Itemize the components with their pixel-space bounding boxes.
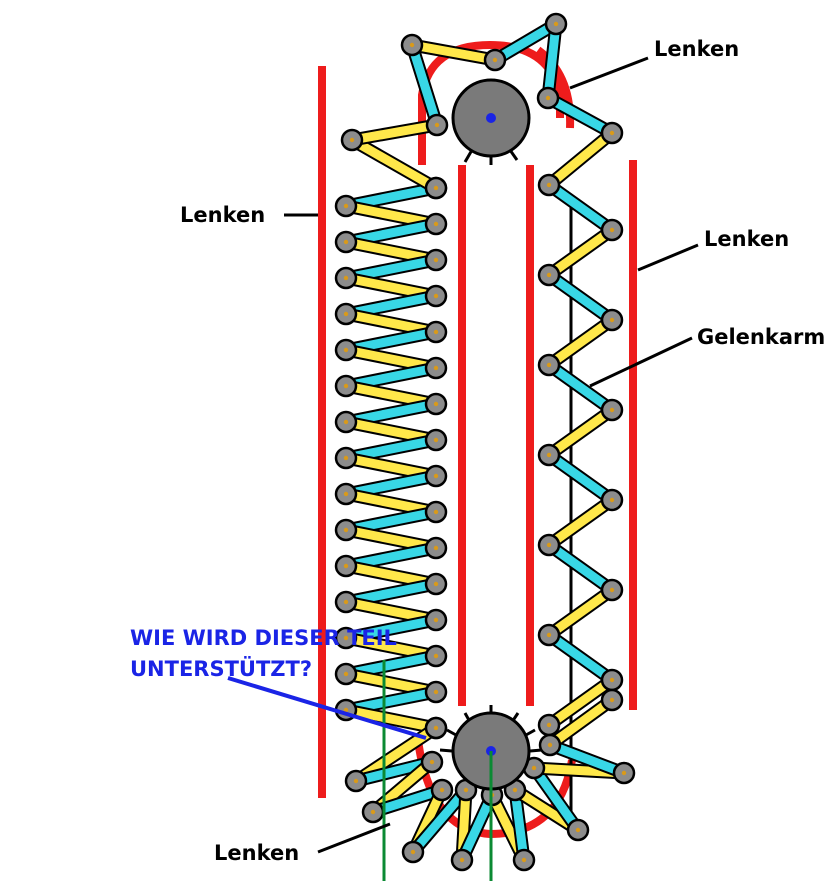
pivot-joint-icon: [568, 820, 588, 840]
chain-link: [549, 410, 612, 455]
pivot-joint-icon: [336, 268, 356, 288]
left-packed-chain: [336, 178, 446, 738]
pivot-joint-icon: [336, 232, 356, 252]
pivot-joint-icon: [426, 214, 446, 234]
pivot-joint-icon: [539, 625, 559, 645]
pivot-joint-icon: [363, 802, 383, 822]
question-line-2: UNTERSTÜTZT?: [130, 656, 312, 681]
pivot-joint-icon: [427, 115, 447, 135]
pivot-joint-icon: [402, 35, 422, 55]
pivot-joint-icon: [336, 376, 356, 396]
label-lenken-left: Lenken: [180, 203, 265, 227]
pivot-joint-icon: [514, 850, 534, 870]
question-line-1: WIE WIRD DIESER TEIL: [130, 626, 397, 650]
pivot-joint-icon: [426, 538, 446, 558]
pivot-joint-icon: [602, 220, 622, 240]
pivot-joint-icon: [426, 394, 446, 414]
pivot-joint-icon: [336, 520, 356, 540]
chain-link: [549, 635, 612, 680]
pivot-joint-icon: [539, 535, 559, 555]
pivot-joint-icon: [336, 556, 356, 576]
pivot-joint-icon: [602, 123, 622, 143]
chain-link: [549, 230, 612, 275]
pivot-joint-icon: [426, 286, 446, 306]
chain-link: [549, 275, 612, 320]
pivot-joint-icon: [426, 322, 446, 342]
pivot-joint-icon: [336, 340, 356, 360]
pivot-joint-icon: [539, 265, 559, 285]
pivot-joint-icon: [602, 400, 622, 420]
chain-link: [549, 500, 612, 545]
pivot-joint-icon: [538, 88, 558, 108]
pivot-joint-icon: [602, 690, 622, 710]
chain-link: [549, 320, 612, 365]
pivot-joint-icon: [426, 178, 446, 198]
pivot-joint-icon: [432, 780, 452, 800]
pivot-joint-icon: [614, 763, 634, 783]
pivot-joint-icon: [539, 445, 559, 465]
pivot-joint-icon: [336, 448, 356, 468]
leader-bottom-left: [318, 824, 390, 852]
pivot-joint-icon: [426, 682, 446, 702]
leader-top-right: [570, 58, 648, 88]
pivot-joint-icon: [602, 490, 622, 510]
pivot-joint-icon: [426, 610, 446, 630]
top-pivot: [486, 113, 496, 123]
pivot-joint-icon: [602, 580, 622, 600]
pivot-joint-icon: [540, 735, 560, 755]
pivot-joint-icon: [426, 250, 446, 270]
pivot-joint-icon: [346, 771, 366, 791]
pivot-joint-icon: [539, 715, 559, 735]
top-sprocket: [453, 80, 529, 165]
pivot-joint-icon: [426, 430, 446, 450]
pivot-joint-icon: [426, 718, 446, 738]
pivot-joint-icon: [336, 664, 356, 684]
pivot-joint-icon: [539, 175, 559, 195]
pivot-joint-icon: [422, 752, 442, 772]
pivot-joint-icon: [426, 574, 446, 594]
pivot-joint-icon: [336, 592, 356, 612]
pivot-joint-icon: [336, 484, 356, 504]
chain-link: [549, 185, 612, 230]
chain-link: [549, 545, 612, 590]
label-gelenkarm: Gelenkarm: [697, 325, 825, 349]
pivot-joint-icon: [342, 130, 362, 150]
pivot-joint-icon: [452, 850, 472, 870]
pivot-joint-icon: [426, 502, 446, 522]
leader-arm: [590, 338, 692, 386]
pivot-joint-icon: [426, 646, 446, 666]
chain-link: [549, 365, 612, 410]
chain-link: [549, 455, 612, 500]
chain-link: [549, 133, 612, 185]
leader-right: [638, 245, 698, 270]
pivot-joint-icon: [539, 355, 559, 375]
pivot-joint-icon: [426, 358, 446, 378]
pivot-joint-icon: [336, 304, 356, 324]
pivot-joint-icon: [485, 50, 505, 70]
chain-link: [549, 590, 612, 635]
pivot-joint-icon: [426, 466, 446, 486]
pivot-joint-icon: [602, 310, 622, 330]
pivot-joint-icon: [546, 14, 566, 34]
pivot-joint-icon: [602, 670, 622, 690]
pivot-joint-icon: [403, 842, 423, 862]
pivot-joint-icon: [336, 196, 356, 216]
gear-wheel-icon: [453, 80, 529, 165]
pivot-joint-icon: [336, 412, 356, 432]
label-lenken-right: Lenken: [704, 227, 789, 251]
label-lenken-bottom-left: Lenken: [214, 841, 299, 865]
label-lenken-top-right: Lenken: [654, 37, 739, 61]
